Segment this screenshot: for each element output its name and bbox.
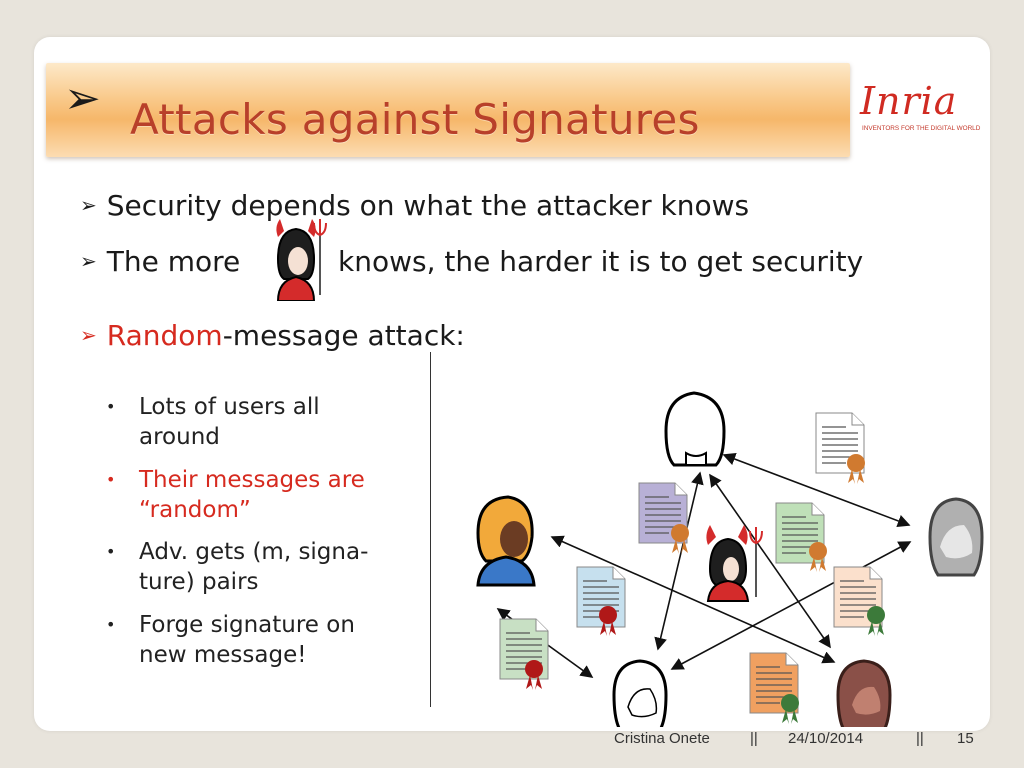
user-avatar-icon — [664, 391, 726, 467]
sub-bullet-text: Forge signature on new message! — [139, 610, 355, 670]
bullet-highlight: Random — [106, 319, 223, 352]
bullet-security: ➢ Security depends on what the attacker k… — [80, 189, 749, 222]
user-avatar-icon — [928, 497, 984, 577]
bullet-the-more: ➢ The more — [80, 245, 240, 278]
dot-icon: • — [106, 615, 116, 634]
seal-icon — [781, 694, 799, 724]
bullet-text: -message attack: — [222, 319, 465, 352]
footer-separator: || — [750, 730, 758, 747]
sub-bullet-text: Their messages are “random” — [139, 465, 365, 525]
line: Their messages are — [139, 467, 365, 493]
devil-attacker-icon — [276, 219, 327, 301]
page-number: 15 — [957, 730, 974, 747]
sub-bullet-text: Adv. gets (m, signa- ture) pairs — [139, 537, 368, 597]
dot-icon: • — [106, 470, 116, 489]
logo-wordmark: Inria — [860, 79, 958, 123]
line: around — [139, 424, 220, 450]
logo-tagline: INVENTORS FOR THE DIGITAL WORLD — [862, 125, 981, 132]
user-avatar-icon — [612, 659, 668, 727]
slide-title: Attacks against Signatures — [130, 95, 700, 144]
user-avatar-icon — [836, 659, 892, 727]
line: new message! — [139, 642, 307, 668]
bullet-random-message: ➢ Random-message attack: — [80, 319, 465, 352]
title-bar — [46, 63, 850, 157]
line: “random” — [139, 497, 251, 523]
divider-line — [430, 352, 431, 707]
bullet-text: Security depends on what the attacker kn… — [106, 189, 750, 222]
user-avatar-icon — [476, 495, 536, 587]
slide: ➢ Attacks against Signatures Inria INVEN… — [34, 37, 990, 747]
sub-bullet-text: Lots of users all around — [139, 392, 320, 452]
line: Forge signature on — [139, 612, 355, 638]
devil-attacker-icon — [706, 525, 763, 602]
inria-logo: Inria INVENTORS FOR THE DIGITAL WORLD — [852, 77, 986, 137]
seal-icon — [847, 454, 865, 484]
footer-separator: || — [916, 730, 924, 747]
line: ture) pairs — [139, 569, 259, 595]
footer-author: Cristina Onete — [614, 730, 710, 747]
bullet-the-more-continued: knows, the harder it is to get security — [338, 245, 864, 278]
seal-icon — [525, 660, 543, 690]
seal-icon — [671, 524, 689, 554]
bullet-text: The more — [106, 245, 241, 278]
title-arrow-icon: ➢ — [64, 73, 101, 124]
dot-icon: • — [106, 397, 116, 416]
arrow-bullet-icon: ➢ — [80, 193, 97, 217]
line: Lots of users all — [139, 394, 320, 420]
line: Adv. gets (m, signa- — [139, 539, 369, 565]
dot-icon: • — [106, 542, 116, 561]
network-diagram — [476, 391, 984, 727]
arrow-bullet-icon: ➢ — [80, 249, 97, 273]
arrow-bullet-icon: ➢ — [80, 323, 97, 347]
seal-icon — [867, 606, 885, 636]
footer-date: 24/10/2014 — [788, 730, 864, 747]
seal-icon — [599, 606, 617, 636]
seal-icon — [809, 542, 827, 572]
